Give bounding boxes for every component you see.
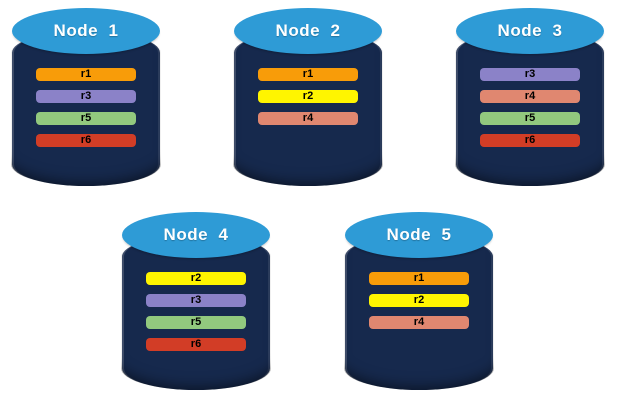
record-bar[interactable]: r1 — [36, 68, 136, 81]
cylinder-body — [345, 235, 493, 390]
cylinder-body — [122, 235, 270, 390]
record-list: r2 r3 r5 r6 — [146, 272, 246, 360]
cylinder-body — [12, 31, 160, 186]
cylinder-top-ellipse — [345, 212, 493, 258]
node-label: Node 3 — [497, 21, 563, 40]
cylinder-top-ellipse — [456, 8, 604, 54]
cylinder-top-ellipse — [122, 212, 270, 258]
record-bar[interactable]: r2 — [146, 272, 246, 285]
record-list: r1 r3 r5 r6 — [36, 68, 136, 156]
record-bar[interactable]: r6 — [146, 338, 246, 351]
cylinder-body — [456, 31, 604, 186]
record-bar[interactable]: r6 — [480, 134, 580, 147]
node-label: Node 2 — [275, 21, 341, 40]
record-bar[interactable]: r3 — [480, 68, 580, 81]
cylinder-body — [234, 31, 382, 186]
database-node-5[interactable]: Node 5 r1 r2 r4 — [345, 212, 493, 390]
record-bar[interactable]: r2 — [258, 90, 358, 103]
record-bar[interactable]: r4 — [480, 90, 580, 103]
record-bar[interactable]: r6 — [36, 134, 136, 147]
node-label: Node 5 — [386, 225, 452, 244]
record-list: r3 r4 r5 r6 — [480, 68, 580, 156]
record-bar[interactable]: r5 — [480, 112, 580, 125]
record-list: r1 r2 r4 — [369, 272, 469, 338]
database-node-3[interactable]: Node 3 r3 r4 r5 r6 — [456, 8, 604, 186]
record-bar[interactable]: r3 — [146, 294, 246, 307]
record-bar[interactable]: r5 — [146, 316, 246, 329]
record-bar[interactable]: r5 — [36, 112, 136, 125]
node-label: Node 4 — [163, 225, 229, 244]
record-bar[interactable]: r4 — [258, 112, 358, 125]
node-label: Node 1 — [53, 21, 119, 40]
record-bar[interactable]: r2 — [369, 294, 469, 307]
database-node-1[interactable]: Node 1 r1 r3 r5 r6 — [12, 8, 160, 186]
record-bar[interactable]: r3 — [36, 90, 136, 103]
cylinder-top-ellipse — [12, 8, 160, 54]
record-list: r1 r2 r4 — [258, 68, 358, 134]
database-node-2[interactable]: Node 2 r1 r2 r4 — [234, 8, 382, 186]
record-bar[interactable]: r4 — [369, 316, 469, 329]
record-bar[interactable]: r1 — [369, 272, 469, 285]
cylinder-top-ellipse — [234, 8, 382, 54]
database-node-4[interactable]: Node 4 r2 r3 r5 r6 — [122, 212, 270, 390]
record-bar[interactable]: r1 — [258, 68, 358, 81]
